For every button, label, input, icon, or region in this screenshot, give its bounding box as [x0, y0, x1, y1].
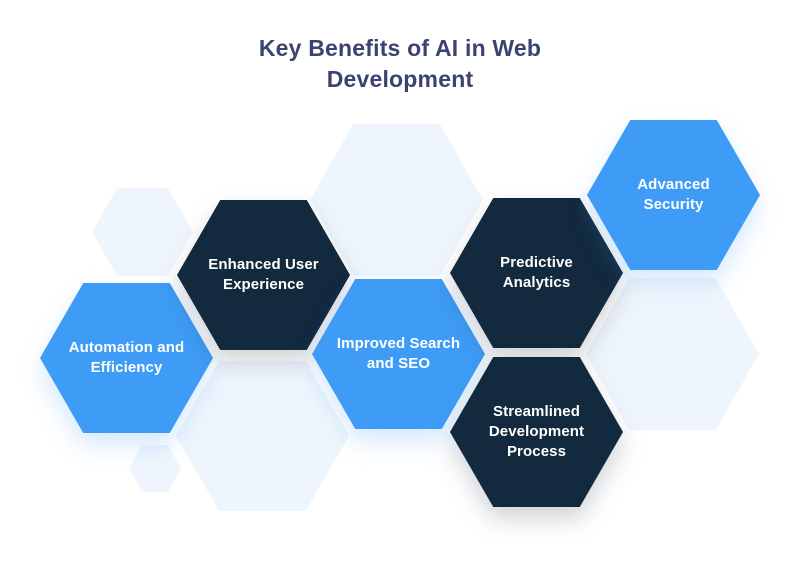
- decorative-hexagon: [92, 188, 193, 276]
- hexagon-label: Enhanced User Experience: [208, 256, 319, 293]
- diagram-title: Key Benefits of AI in Web Development: [258, 35, 542, 93]
- hexagon-shape: Automation and Efficiency: [40, 283, 213, 433]
- decorative-hexagon: [310, 124, 483, 276]
- hexagon-shape: Streamlined Development Process: [450, 357, 623, 507]
- hexagon-label: Streamlined Development Process: [488, 403, 585, 460]
- decorative-hexagon: [176, 361, 349, 511]
- hexagon-label: Improved Search and SEO: [336, 335, 461, 372]
- hexagon-shape: Predictive Analytics: [450, 198, 623, 348]
- decorative-hexagon: [129, 445, 181, 492]
- decorative-hexagon: [586, 278, 759, 430]
- hexagon-label: Advanced Security: [637, 176, 710, 213]
- hexagon-shape: Improved Search and SEO: [312, 279, 485, 429]
- hexagon-label: Predictive Analytics: [500, 254, 573, 291]
- hexagon-label: Automation and Efficiency: [68, 339, 185, 376]
- hexagon-shape: Advanced Security: [587, 120, 760, 270]
